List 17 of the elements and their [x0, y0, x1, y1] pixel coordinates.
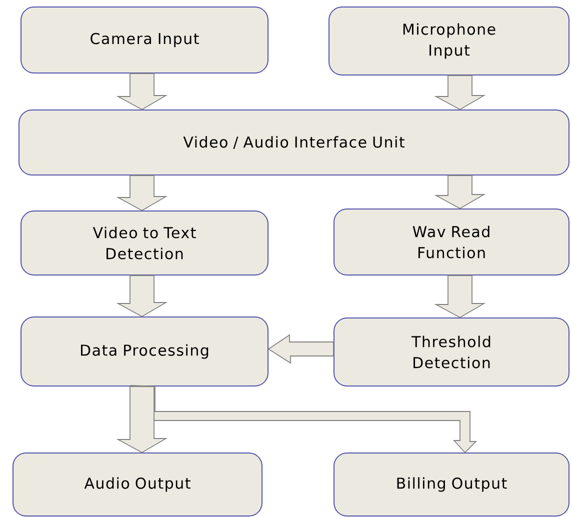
process-box: Data Processing	[20, 316, 268, 386]
block-arrow	[434, 275, 486, 318]
block-arrow	[434, 175, 486, 210]
block-arrow	[268, 334, 334, 364]
block-arrow	[116, 275, 168, 318]
block-arrow	[116, 73, 168, 110]
block-arrow	[116, 386, 168, 453]
process-box: Microphone Input	[328, 6, 570, 76]
process-box: Audio Output	[12, 452, 262, 516]
process-box: Camera Input	[20, 6, 268, 74]
process-box: Billing Output	[334, 452, 570, 516]
block-arrow	[434, 75, 486, 110]
process-box: Wav Read Function	[334, 208, 570, 276]
process-box: Video / Audio Interface Unit	[18, 110, 570, 176]
block-arrow	[116, 175, 168, 212]
process-box: Threshold Detection	[334, 318, 570, 386]
process-box: Video to Text Detection	[20, 210, 268, 276]
